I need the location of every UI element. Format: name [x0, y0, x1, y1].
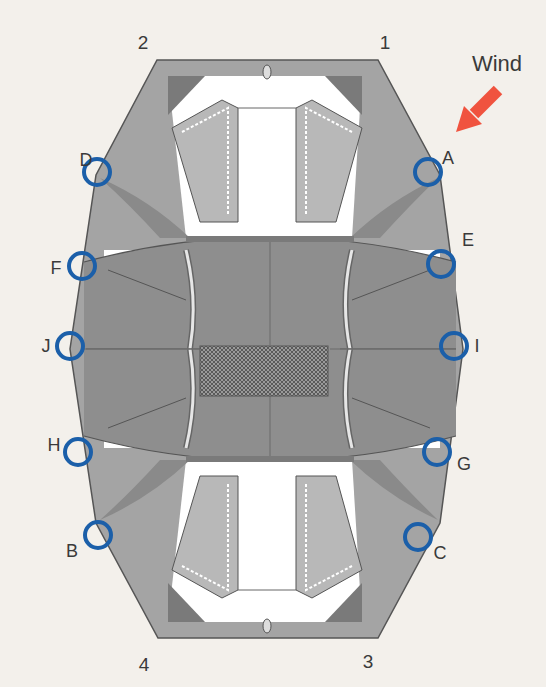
callout-letter: 1: [380, 33, 391, 52]
mesh-panel: [200, 346, 328, 396]
stake-markers: [57, 159, 467, 550]
callout-letter: I: [474, 337, 479, 355]
callout-letter: F: [51, 259, 62, 277]
stake-circle: [405, 524, 431, 550]
stake-circle: [424, 439, 450, 465]
stake-circle: [441, 333, 467, 359]
callout-letter: B: [66, 542, 78, 560]
rain-fly: [70, 60, 463, 638]
stake-circle: [85, 522, 111, 548]
tent-top-half: [84, 65, 456, 349]
callout-letter: 3: [363, 652, 374, 671]
callout-letter: 2: [138, 33, 149, 52]
callout-letter: 4: [139, 655, 150, 674]
stake-circle: [57, 333, 83, 359]
callout-letter: C: [434, 544, 447, 562]
stake-circle: [428, 251, 454, 277]
callout-letter: H: [48, 436, 61, 454]
callout-letter: E: [462, 231, 474, 249]
stake-circle: [65, 439, 91, 465]
stake-circle: [415, 159, 441, 185]
stake-circle: [69, 253, 95, 279]
wind-label: Wind: [472, 53, 522, 75]
callout-letter: G: [457, 455, 471, 473]
callout-letter: J: [42, 337, 51, 355]
callout-letter: A: [442, 149, 454, 167]
callout-letter: D: [80, 151, 93, 169]
seam: [84, 349, 456, 350]
wind-arrow: [474, 90, 498, 114]
wind-arrowhead: [456, 106, 482, 132]
